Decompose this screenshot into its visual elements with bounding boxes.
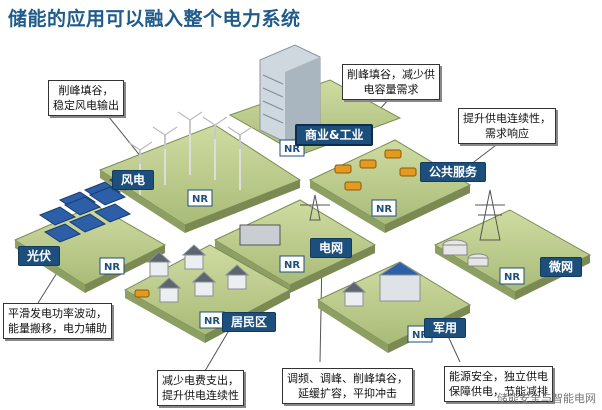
callout-residential-line-1: 减少电费支出，	[162, 374, 239, 387]
label-military: 军用	[424, 318, 467, 338]
nr-logo	[279, 255, 305, 273]
watermark: 储能安全与智能电网	[497, 392, 596, 405]
nr-logos: NR NR NR NR NR NR NR NR	[99, 139, 525, 343]
callout-solar-line-2: 能量搬移，电力辅助	[8, 322, 107, 335]
callout-public: 提升供电连续性， 需求响应	[458, 108, 556, 144]
callout-commercial: 削峰填谷，减少供 电容量需求	[342, 64, 440, 100]
label-commercial: 商业&工业	[295, 124, 374, 146]
nr-logo-text: NR	[192, 194, 208, 205]
platform-public	[308, 139, 472, 233]
power-tower	[239, 189, 505, 246]
nr-logo-text: NR	[504, 272, 520, 283]
callout-military-line-2: 保障供电，节能减排	[449, 385, 548, 398]
label-residential: 居民区	[222, 312, 277, 332]
label-grid: 电网	[310, 238, 353, 258]
nr-logo-text: NR	[104, 262, 120, 273]
nr-logo-text: NR	[204, 316, 220, 327]
callout-military: 能源安全，独立供电 保障供电，节能减排	[444, 366, 553, 402]
callout-public-line-2: 需求响应	[485, 127, 529, 140]
callout-commercial-line-2: 电容量需求	[363, 83, 419, 96]
callout-residential-line-2: 提升供电连续性	[162, 389, 239, 402]
nr-logo	[371, 199, 397, 217]
nr-logo-text: NR	[412, 330, 428, 341]
page-title: 储能的应用可以融入整个电力系统	[8, 8, 301, 30]
nr-logo	[187, 189, 213, 207]
callout-grid-line-2: 延缓扩容，平抑冲击	[298, 387, 397, 400]
nr-logo	[99, 257, 125, 275]
nr-logo-text: NR	[284, 260, 300, 271]
nr-logo	[499, 267, 525, 285]
nr-logo-text: NR	[376, 204, 392, 215]
callout-wind-line-2: 稳定风电输出	[53, 99, 119, 112]
houses	[146, 244, 422, 307]
label-wind: 风电	[112, 170, 155, 190]
label-public: 公共服务	[420, 162, 487, 182]
cars	[134, 149, 417, 298]
callout-solar: 平滑发电功率波动， 能量搬移，电力辅助	[3, 303, 112, 339]
nr-logo-text: NR	[284, 144, 300, 155]
callout-wind: 削峰填谷， 稳定风电输出	[48, 80, 124, 116]
callout-military-line-1: 能源安全，独立供电	[449, 370, 548, 383]
label-microgrid: 微网	[540, 257, 583, 277]
callout-solar-line-1: 平滑发电功率波动，	[8, 307, 107, 320]
callout-wind-line-1: 削峰填谷，	[58, 84, 114, 97]
callout-public-line-1: 提升供电连续性，	[463, 112, 551, 125]
callout-commercial-line-1: 削峰填谷，减少供	[347, 68, 435, 81]
callout-residential: 减少电费支出， 提升供电连续性	[157, 370, 244, 406]
callout-grid: 调频、调峰、削峰填谷， 延缓扩容，平抑冲击	[282, 368, 413, 404]
label-solar: 光伏	[18, 246, 61, 266]
callout-grid-line-1: 调频、调峰、削峰填谷，	[287, 372, 408, 385]
storage-tanks	[442, 239, 489, 267]
